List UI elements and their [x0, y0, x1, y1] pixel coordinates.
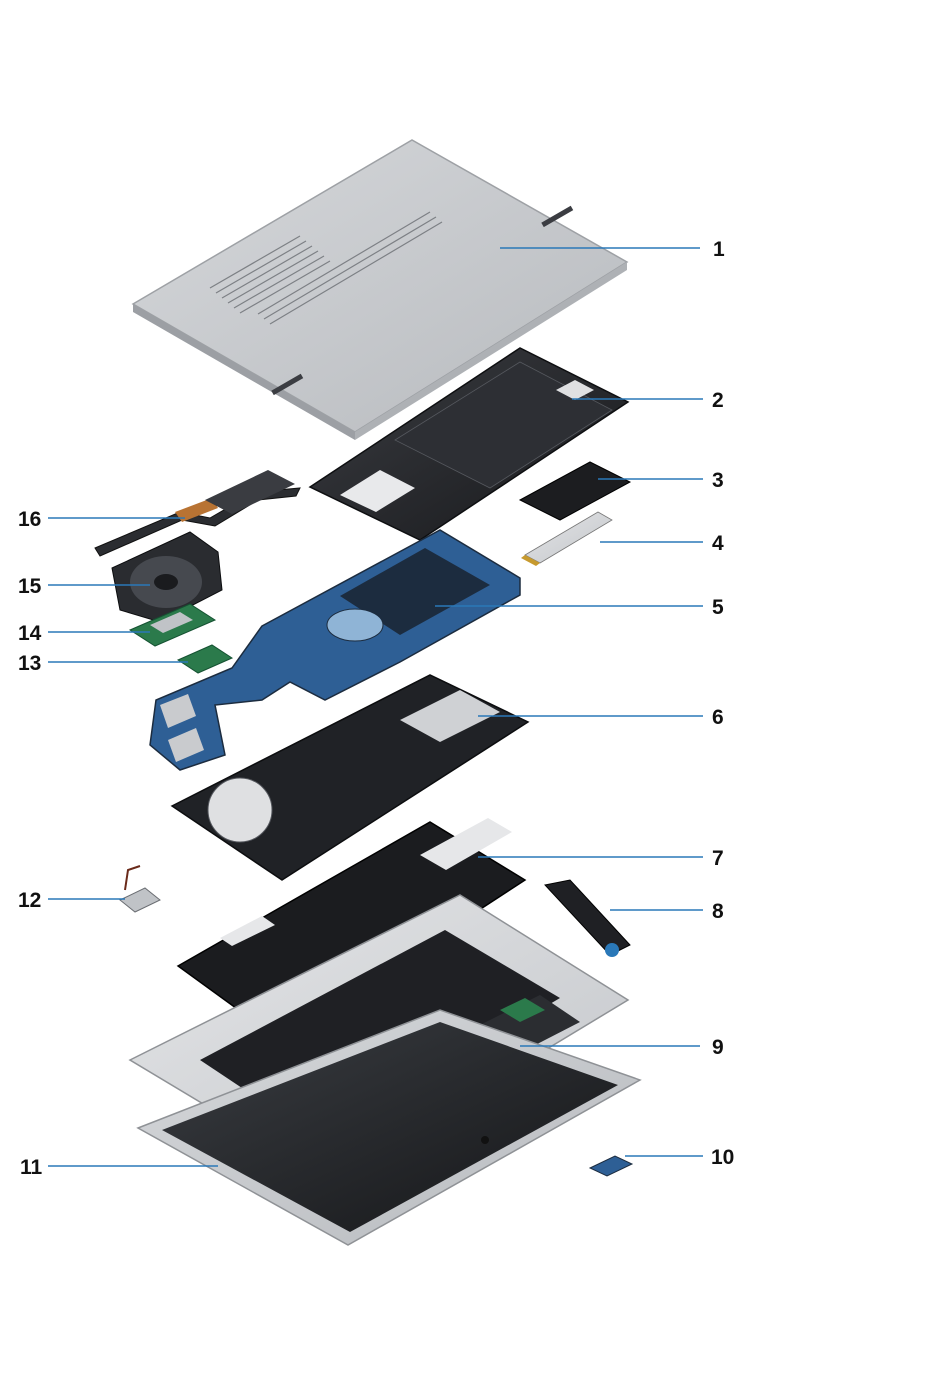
ssd-thermal-plate: [520, 462, 630, 520]
callout-label-5: 5: [712, 596, 724, 619]
callout-label-14: 14: [18, 622, 42, 645]
callout-label-10: 10: [711, 1146, 734, 1169]
power-button-board: [590, 1156, 632, 1176]
callout-label-15: 15: [18, 575, 42, 598]
callout-label-16: 16: [18, 508, 41, 531]
system-fan: [112, 532, 222, 622]
callout-label-3: 3: [712, 469, 724, 492]
callout-label-6: 6: [712, 706, 724, 729]
wlan-card: [178, 645, 232, 673]
callout-label-4: 4: [712, 532, 724, 555]
speakers: [545, 880, 630, 957]
callout-label-12: 12: [18, 889, 41, 912]
callout-label-8: 8: [712, 900, 724, 923]
callout-label-7: 7: [712, 847, 724, 870]
callout-label-11: 11: [20, 1156, 43, 1179]
callout-label-1: 1: [713, 238, 725, 261]
solid-state-drive: [521, 512, 612, 566]
callout-label-9: 9: [712, 1036, 724, 1059]
dc-in-port: [120, 866, 160, 912]
callout-label-13: 13: [18, 652, 41, 675]
callout-label-2: 2: [712, 389, 724, 412]
